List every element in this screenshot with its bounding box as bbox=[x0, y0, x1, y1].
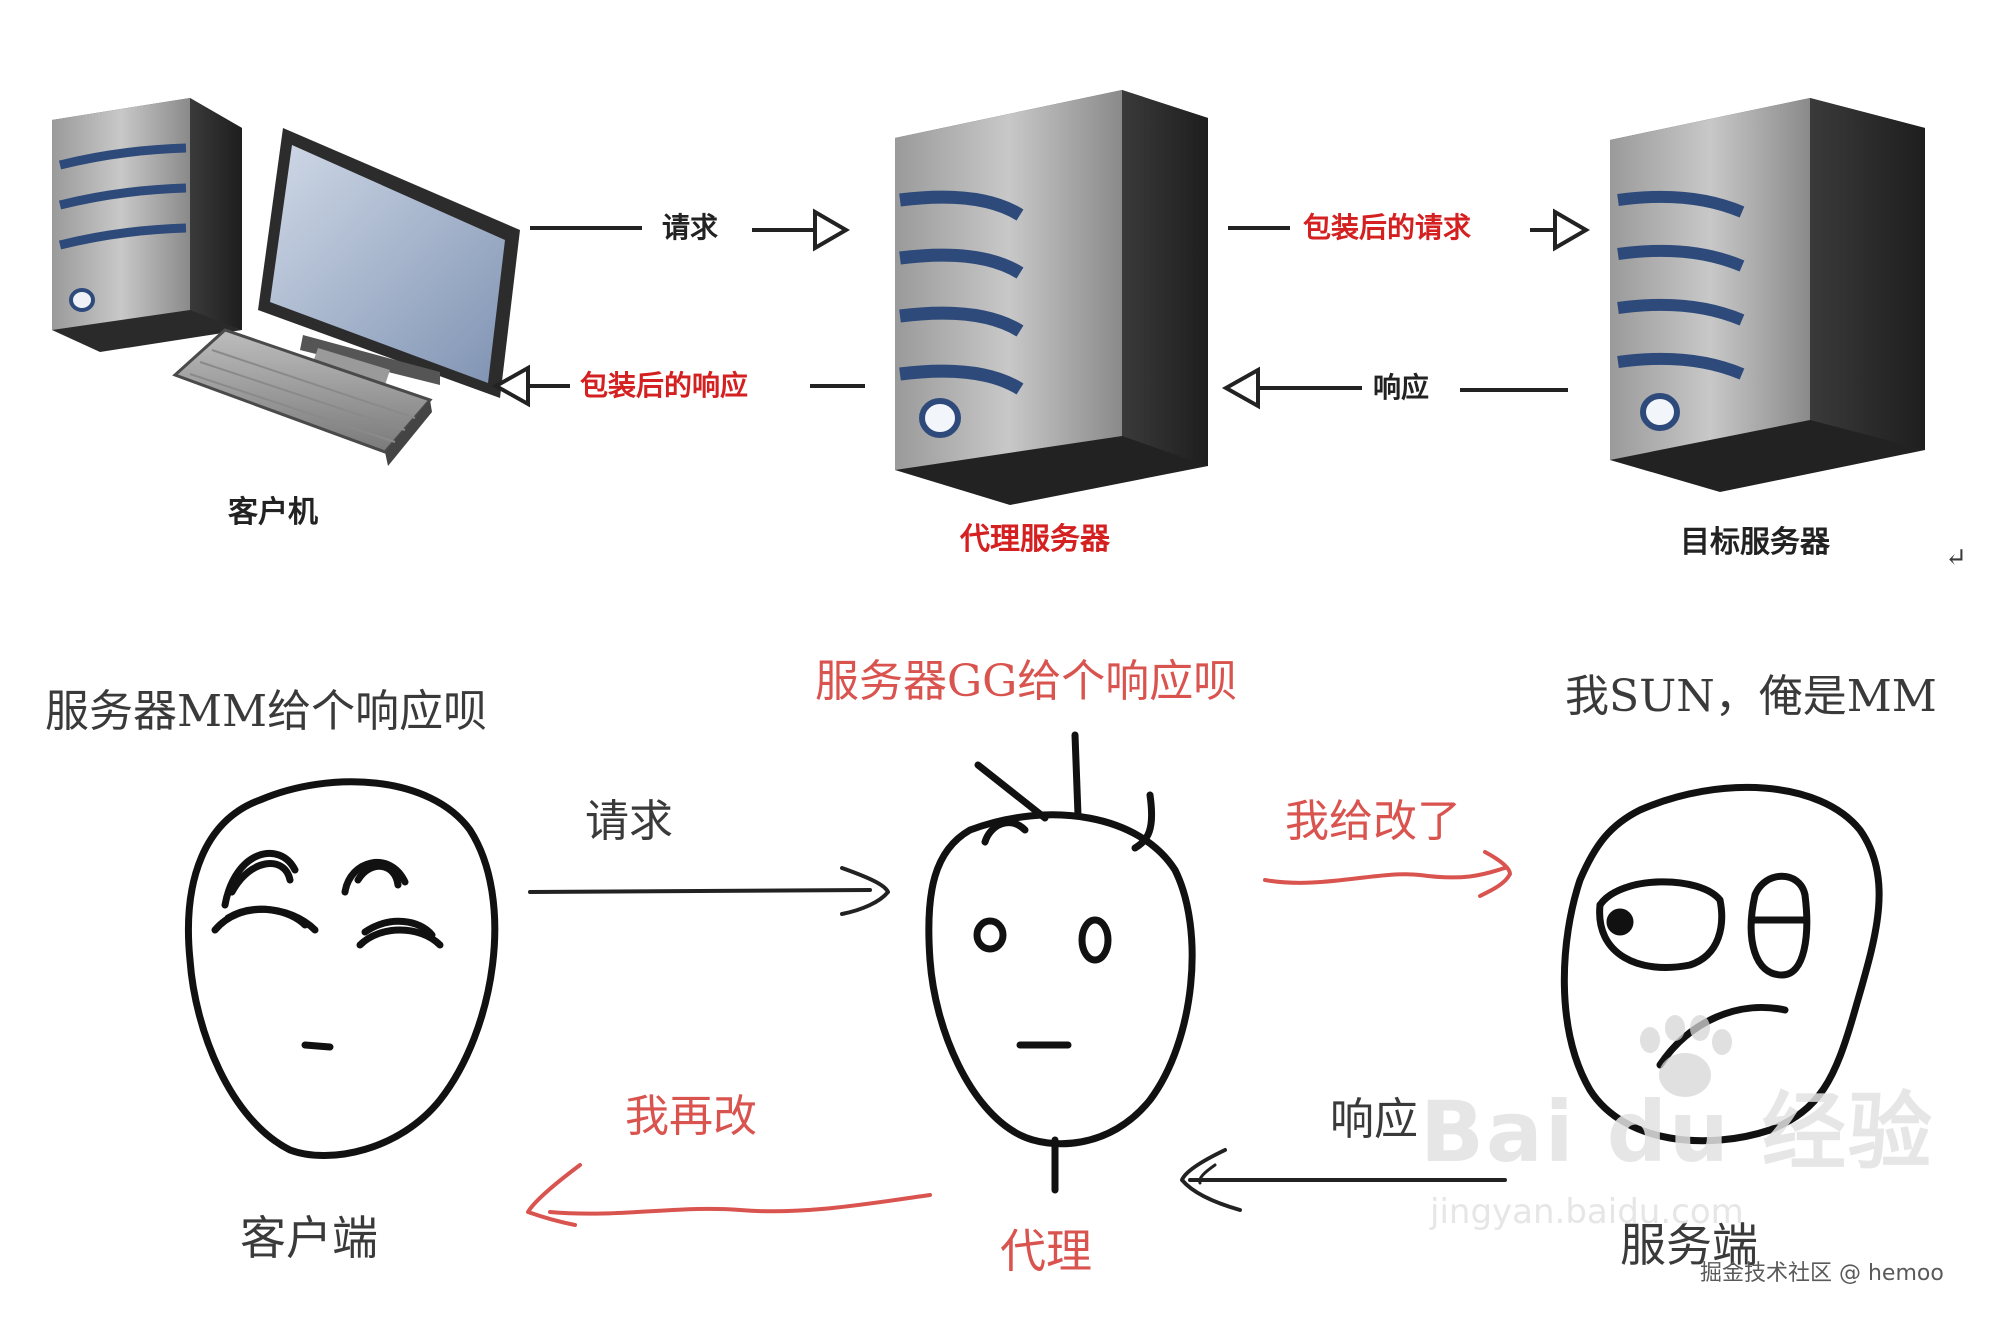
target-server-icon bbox=[1610, 98, 1925, 492]
sketch-change-again-label: 我再改 bbox=[625, 1091, 757, 1142]
client-computer-icon bbox=[52, 98, 520, 466]
client-machine-label: 客户机 bbox=[228, 495, 318, 530]
server-speech: 我SUN，俺是MM bbox=[1565, 671, 1937, 722]
wrapped-response-arrowhead bbox=[491, 364, 530, 408]
server-end-label: 服务端 bbox=[1620, 1218, 1758, 1272]
sketch-request-arrow bbox=[528, 888, 872, 894]
request-arrowhead bbox=[813, 208, 850, 252]
sketch-i-changed-label: 我给改了 bbox=[1285, 796, 1461, 847]
response-arrowhead bbox=[1221, 366, 1260, 410]
request-label: 请求 bbox=[662, 211, 719, 244]
client-face-icon bbox=[184, 778, 499, 1159]
wrapped-request-arrowhead bbox=[1553, 208, 1590, 252]
wrapped-request-label: 包装后的请求 bbox=[1303, 211, 1472, 244]
baidu-watermark: Bai du 经验 bbox=[1420, 1083, 1934, 1181]
sketch-request-label: 请求 bbox=[585, 796, 673, 847]
sketch-change-again-arrow bbox=[548, 1193, 932, 1216]
proxy-server-label: 代理服务器 bbox=[960, 522, 1110, 557]
proxy-face-icon bbox=[925, 731, 1196, 1194]
server-face-icon bbox=[1560, 783, 1883, 1145]
client-speech: 服务器MM给个响应呗 bbox=[45, 686, 488, 737]
sketch-response-label: 响应 bbox=[1330, 1094, 1418, 1145]
baidu-url-watermark: jingyan.baidu.com bbox=[1430, 1192, 1744, 1232]
bottom-arrows bbox=[526, 850, 1512, 1227]
wrapped-response-label: 包装后的响应 bbox=[580, 369, 749, 402]
proxy-server-icon bbox=[895, 90, 1208, 505]
paw-watermark-icon bbox=[1640, 1015, 1732, 1097]
juejin-credit-watermark: 掘金技术社区 @ hemoo bbox=[1700, 1261, 1944, 1286]
client-end-label: 客户端 bbox=[240, 1211, 378, 1265]
proxy-end-label: 代理 bbox=[1000, 1224, 1092, 1278]
sketch-i-changed-arrow bbox=[1263, 866, 1507, 885]
top-arrows bbox=[491, 208, 1590, 410]
target-server-label: 目标服务器 bbox=[1680, 525, 1830, 560]
proxy-speech: 服务器GG给个响应呗 bbox=[815, 656, 1238, 707]
response-label: 响应 bbox=[1373, 371, 1430, 404]
return-mark: ↵ bbox=[1945, 543, 1967, 573]
